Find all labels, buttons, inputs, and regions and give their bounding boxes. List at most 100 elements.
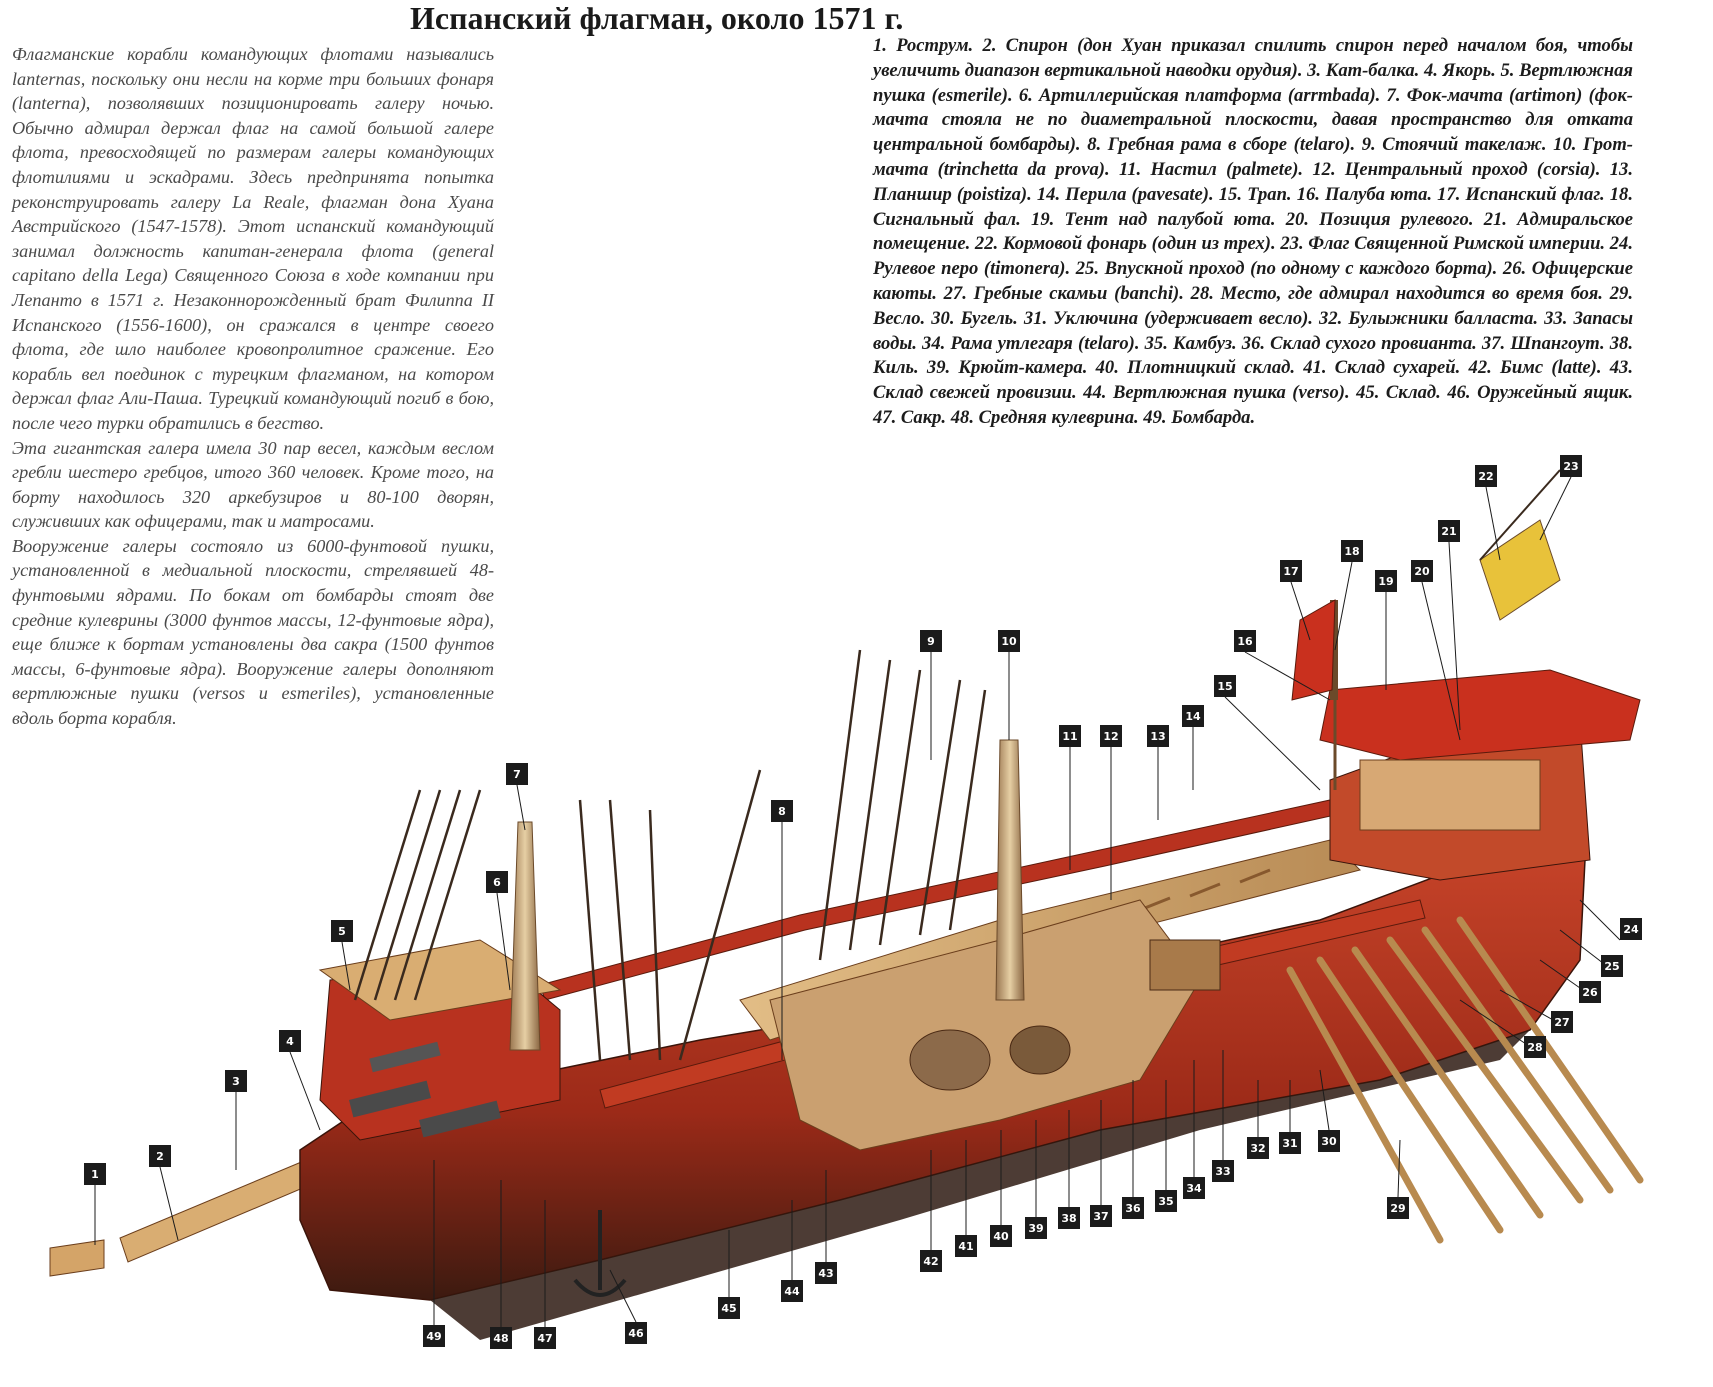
callout-6: 6	[486, 871, 508, 893]
svg-text:38: 38	[1061, 1212, 1076, 1225]
svg-text:8: 8	[778, 805, 786, 818]
callout-16: 16	[1234, 630, 1256, 652]
gun-platform	[318, 939, 562, 1141]
svg-text:7: 7	[513, 768, 521, 781]
svg-text:2: 2	[156, 1150, 164, 1163]
svg-text:6: 6	[493, 876, 501, 889]
callout-24: 24	[1620, 918, 1642, 940]
callout-20: 20	[1411, 560, 1433, 582]
svg-text:40: 40	[993, 1230, 1009, 1243]
svg-text:42: 42	[923, 1255, 938, 1268]
callout-15: 15	[1214, 675, 1236, 697]
callout-47: 47	[534, 1327, 556, 1349]
callout-leaders	[94, 476, 1621, 1327]
svg-text:47: 47	[537, 1332, 552, 1345]
callout-3: 3	[225, 1070, 247, 1092]
svg-text:31: 31	[1282, 1137, 1297, 1150]
callout-41: 41	[955, 1235, 977, 1257]
svg-text:44: 44	[784, 1285, 800, 1298]
svg-text:45: 45	[721, 1302, 736, 1315]
callout-11: 11	[1059, 725, 1081, 747]
callout-29: 29	[1387, 1197, 1409, 1219]
page-title: Испанский флагман, около 1571 г.	[410, 0, 904, 36]
callout-12: 12	[1100, 725, 1122, 747]
callout-22: 22	[1475, 465, 1497, 487]
callout-5: 5	[331, 920, 353, 942]
svg-text:13: 13	[1150, 730, 1165, 743]
callout-17: 17	[1280, 560, 1302, 582]
callout-25: 25	[1601, 955, 1623, 977]
svg-text:37: 37	[1093, 1210, 1108, 1223]
svg-text:17: 17	[1283, 565, 1298, 578]
svg-text:25: 25	[1604, 960, 1619, 973]
callout-10: 10	[998, 630, 1020, 652]
svg-text:16: 16	[1237, 635, 1253, 648]
svg-text:28: 28	[1527, 1041, 1542, 1054]
callout-21: 21	[1438, 520, 1460, 542]
intro-paragraph: Флагманские корабли командующих флотами …	[12, 44, 494, 433]
svg-text:33: 33	[1215, 1165, 1230, 1178]
callout-43: 43	[815, 1262, 837, 1284]
svg-text:36: 36	[1125, 1202, 1141, 1215]
masts	[509, 739, 1025, 1051]
svg-text:43: 43	[818, 1267, 833, 1280]
svg-text:4: 4	[286, 1035, 294, 1048]
callout-18: 18	[1341, 540, 1363, 562]
callout-1: 1	[84, 1163, 106, 1185]
svg-text:5: 5	[338, 925, 346, 938]
legend-text: 1. Рострум. 2. Спирон (дон Хуан приказал…	[873, 35, 1634, 428]
stern-castle	[1319, 660, 1641, 881]
svg-text:14: 14	[1185, 710, 1201, 723]
callout-32: 32	[1247, 1137, 1269, 1159]
svg-text:35: 35	[1158, 1195, 1173, 1208]
callout-23: 23	[1560, 455, 1582, 477]
callout-2: 2	[149, 1145, 171, 1167]
svg-text:20: 20	[1414, 565, 1430, 578]
flags	[1291, 469, 1561, 701]
callout-33: 33	[1212, 1160, 1234, 1182]
callout-27: 27	[1551, 1011, 1573, 1033]
callout-49: 49	[423, 1325, 445, 1347]
callout-4: 4	[279, 1030, 301, 1052]
callout-46: 46	[625, 1322, 647, 1344]
svg-text:34: 34	[1186, 1182, 1202, 1195]
svg-text:27: 27	[1554, 1016, 1569, 1029]
callout-13: 13	[1147, 725, 1169, 747]
rigging	[353, 649, 987, 1061]
cutaway-hold	[769, 899, 1221, 1151]
intro-paragraph: Вооружение галеры состояло из 6000-фунто…	[12, 535, 494, 729]
svg-text:48: 48	[493, 1332, 508, 1345]
svg-text:23: 23	[1563, 460, 1578, 473]
svg-text:1: 1	[91, 1168, 99, 1181]
callout-8: 8	[771, 800, 793, 822]
callout-39: 39	[1025, 1217, 1047, 1239]
svg-text:9: 9	[927, 635, 935, 648]
svg-text:41: 41	[958, 1240, 973, 1253]
callout-7: 7	[506, 763, 528, 785]
callout-30: 30	[1318, 1130, 1340, 1152]
callout-40: 40	[990, 1225, 1012, 1247]
svg-text:10: 10	[1001, 635, 1017, 648]
callout-48: 48	[490, 1327, 512, 1349]
svg-text:15: 15	[1217, 680, 1232, 693]
svg-text:39: 39	[1028, 1222, 1043, 1235]
callout-26: 26	[1579, 981, 1601, 1003]
svg-text:11: 11	[1062, 730, 1077, 743]
svg-text:32: 32	[1250, 1142, 1265, 1155]
svg-text:49: 49	[426, 1330, 441, 1343]
callout-37: 37	[1090, 1205, 1112, 1227]
svg-text:26: 26	[1582, 986, 1598, 999]
svg-text:24: 24	[1623, 923, 1639, 936]
svg-text:3: 3	[232, 1075, 240, 1088]
intro-text: Флагманские корабли командующих флотами …	[12, 42, 494, 731]
callout-44: 44	[781, 1280, 803, 1302]
callout-36: 36	[1122, 1197, 1144, 1219]
callout-9: 9	[920, 630, 942, 652]
svg-text:18: 18	[1344, 545, 1359, 558]
callouts: 1 2 3 4 5 6 7 8 9 10 11 12 13 14 15 16 1…	[84, 455, 1642, 1349]
svg-text:12: 12	[1103, 730, 1118, 743]
oars	[1286, 916, 1644, 1244]
svg-text:46: 46	[628, 1327, 644, 1340]
svg-text:21: 21	[1441, 525, 1456, 538]
